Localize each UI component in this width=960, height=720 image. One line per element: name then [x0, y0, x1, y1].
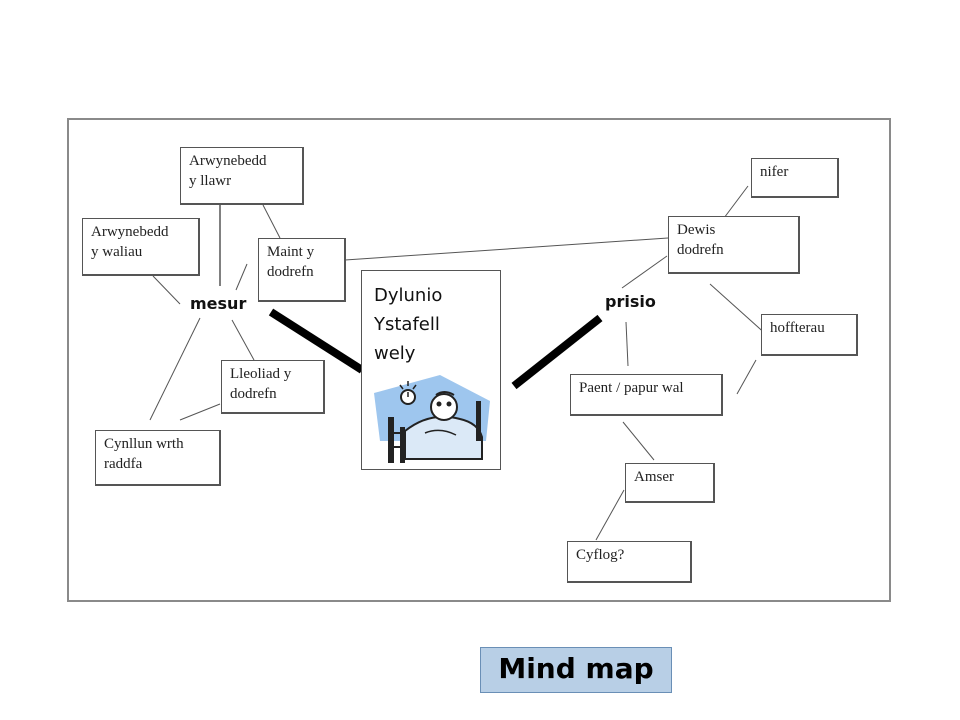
connector-lleoliad-cynllun: [179, 403, 221, 421]
central-topic-title: Dylunio Ystafell wely: [374, 285, 443, 364]
person-in-bed-icon: [374, 375, 490, 463]
connector-mesur-cynllun: [149, 317, 201, 421]
connector-llawr-maint: [262, 204, 281, 239]
connector-waliau-mesur: [152, 275, 181, 305]
connector-nifer-dewis: [723, 185, 749, 219]
node-arwynebedd-llawr: Arwynebedd y llawr: [180, 147, 304, 205]
central-topic: Dylunio Ystafell wely: [361, 270, 501, 470]
connector-mesur-lleoliad: [231, 319, 255, 361]
node-nifer: nifer: [751, 158, 839, 198]
node-dewis-dodrefn: Dewis dodrefn: [668, 216, 800, 274]
connector-maint-dewis: [344, 237, 669, 261]
connector-paent-amser: [622, 421, 655, 461]
connector-maint-mesur: [235, 263, 248, 291]
main-branch-left: [268, 308, 365, 374]
branch-label-mesur: mesur: [190, 294, 247, 313]
connector-hoffterau-paent: [736, 359, 757, 395]
main-branch-right: [511, 314, 603, 390]
node-cynllun-raddfa: Cynllun wrth raddfa: [95, 430, 221, 486]
node-arwynebedd-waliau: Arwynebedd y waliau: [82, 218, 200, 276]
connector-amser-cyflog: [595, 489, 625, 541]
node-paent-papur-wal: Paent / papur wal: [570, 374, 723, 416]
node-cyflog: Cyflog?: [567, 541, 692, 583]
caption-label: Mind map: [480, 647, 672, 693]
node-maint-dodrefn: Maint y dodrefn: [258, 238, 346, 302]
node-amser: Amser: [625, 463, 715, 503]
branch-label-prisio: prisio: [605, 292, 656, 311]
connector-dewis-hoffterau: [709, 283, 769, 337]
node-lleoliad-dodrefn: Lleoliad y dodrefn: [221, 360, 325, 414]
connector-dewis-prisio: [621, 255, 668, 289]
connector-prisio-paent: [625, 321, 629, 367]
node-hoffterau: hoffterau: [761, 314, 858, 356]
